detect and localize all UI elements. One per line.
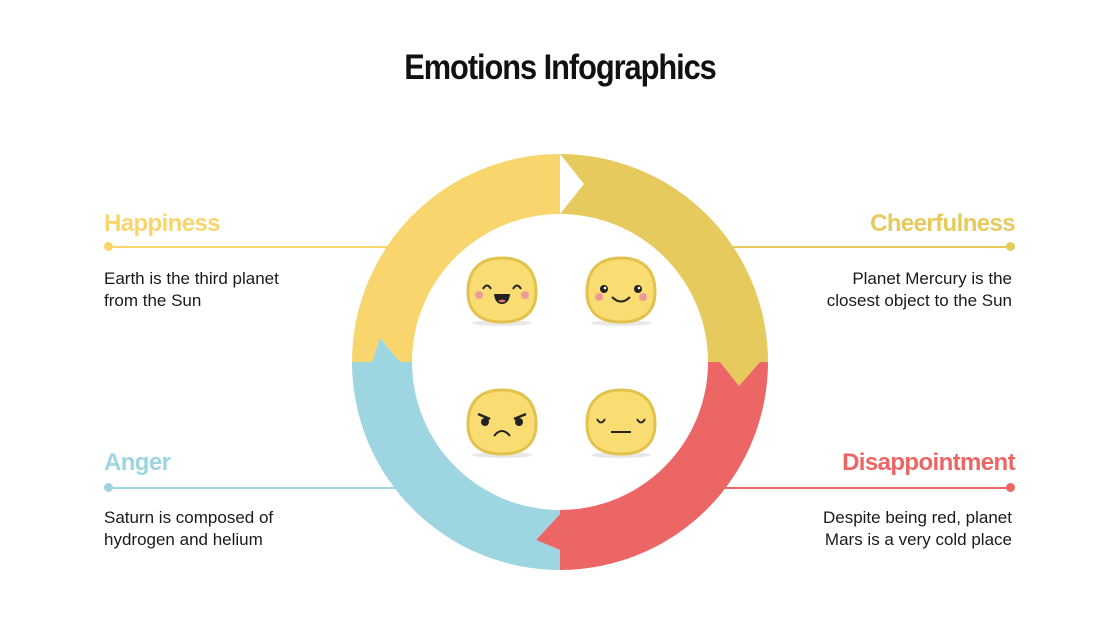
ring-segment-happiness	[352, 154, 560, 362]
ring-segment-anger	[352, 338, 560, 570]
page-title: Emotions Infographics	[404, 48, 717, 87]
connector-line-disappointment	[722, 487, 1012, 489]
description-happiness: Earth is the third planet from the Sun	[104, 269, 279, 310]
expressionless-face-icon	[585, 388, 657, 458]
connector-line-cheerfulness	[732, 246, 1012, 248]
description-anger: Saturn is composed of hydrogen and heliu…	[104, 508, 274, 549]
smiling-face-icon	[585, 256, 657, 326]
ring-segment-disappointment	[536, 362, 768, 570]
label-disappointment: Disappointment	[842, 449, 1016, 476]
connector-line-anger	[108, 487, 398, 489]
connector-dot-disappointment	[1006, 483, 1015, 492]
label-happiness: Happiness	[104, 210, 221, 237]
label-cheerfulness: Cheerfulness	[870, 210, 1015, 237]
description-disappointment: Despite being red, planet Mars is a very…	[822, 508, 1012, 549]
ring-segment-cheerfulness	[560, 154, 768, 386]
label-anger: Anger	[104, 449, 171, 476]
angry-face-icon	[466, 388, 538, 458]
connector-line-happiness	[108, 246, 388, 248]
laughing-face-icon	[466, 256, 538, 326]
description-cheerfulness: Planet Mercury is the closest object to …	[826, 269, 1012, 310]
connector-dot-cheerfulness	[1006, 242, 1015, 251]
